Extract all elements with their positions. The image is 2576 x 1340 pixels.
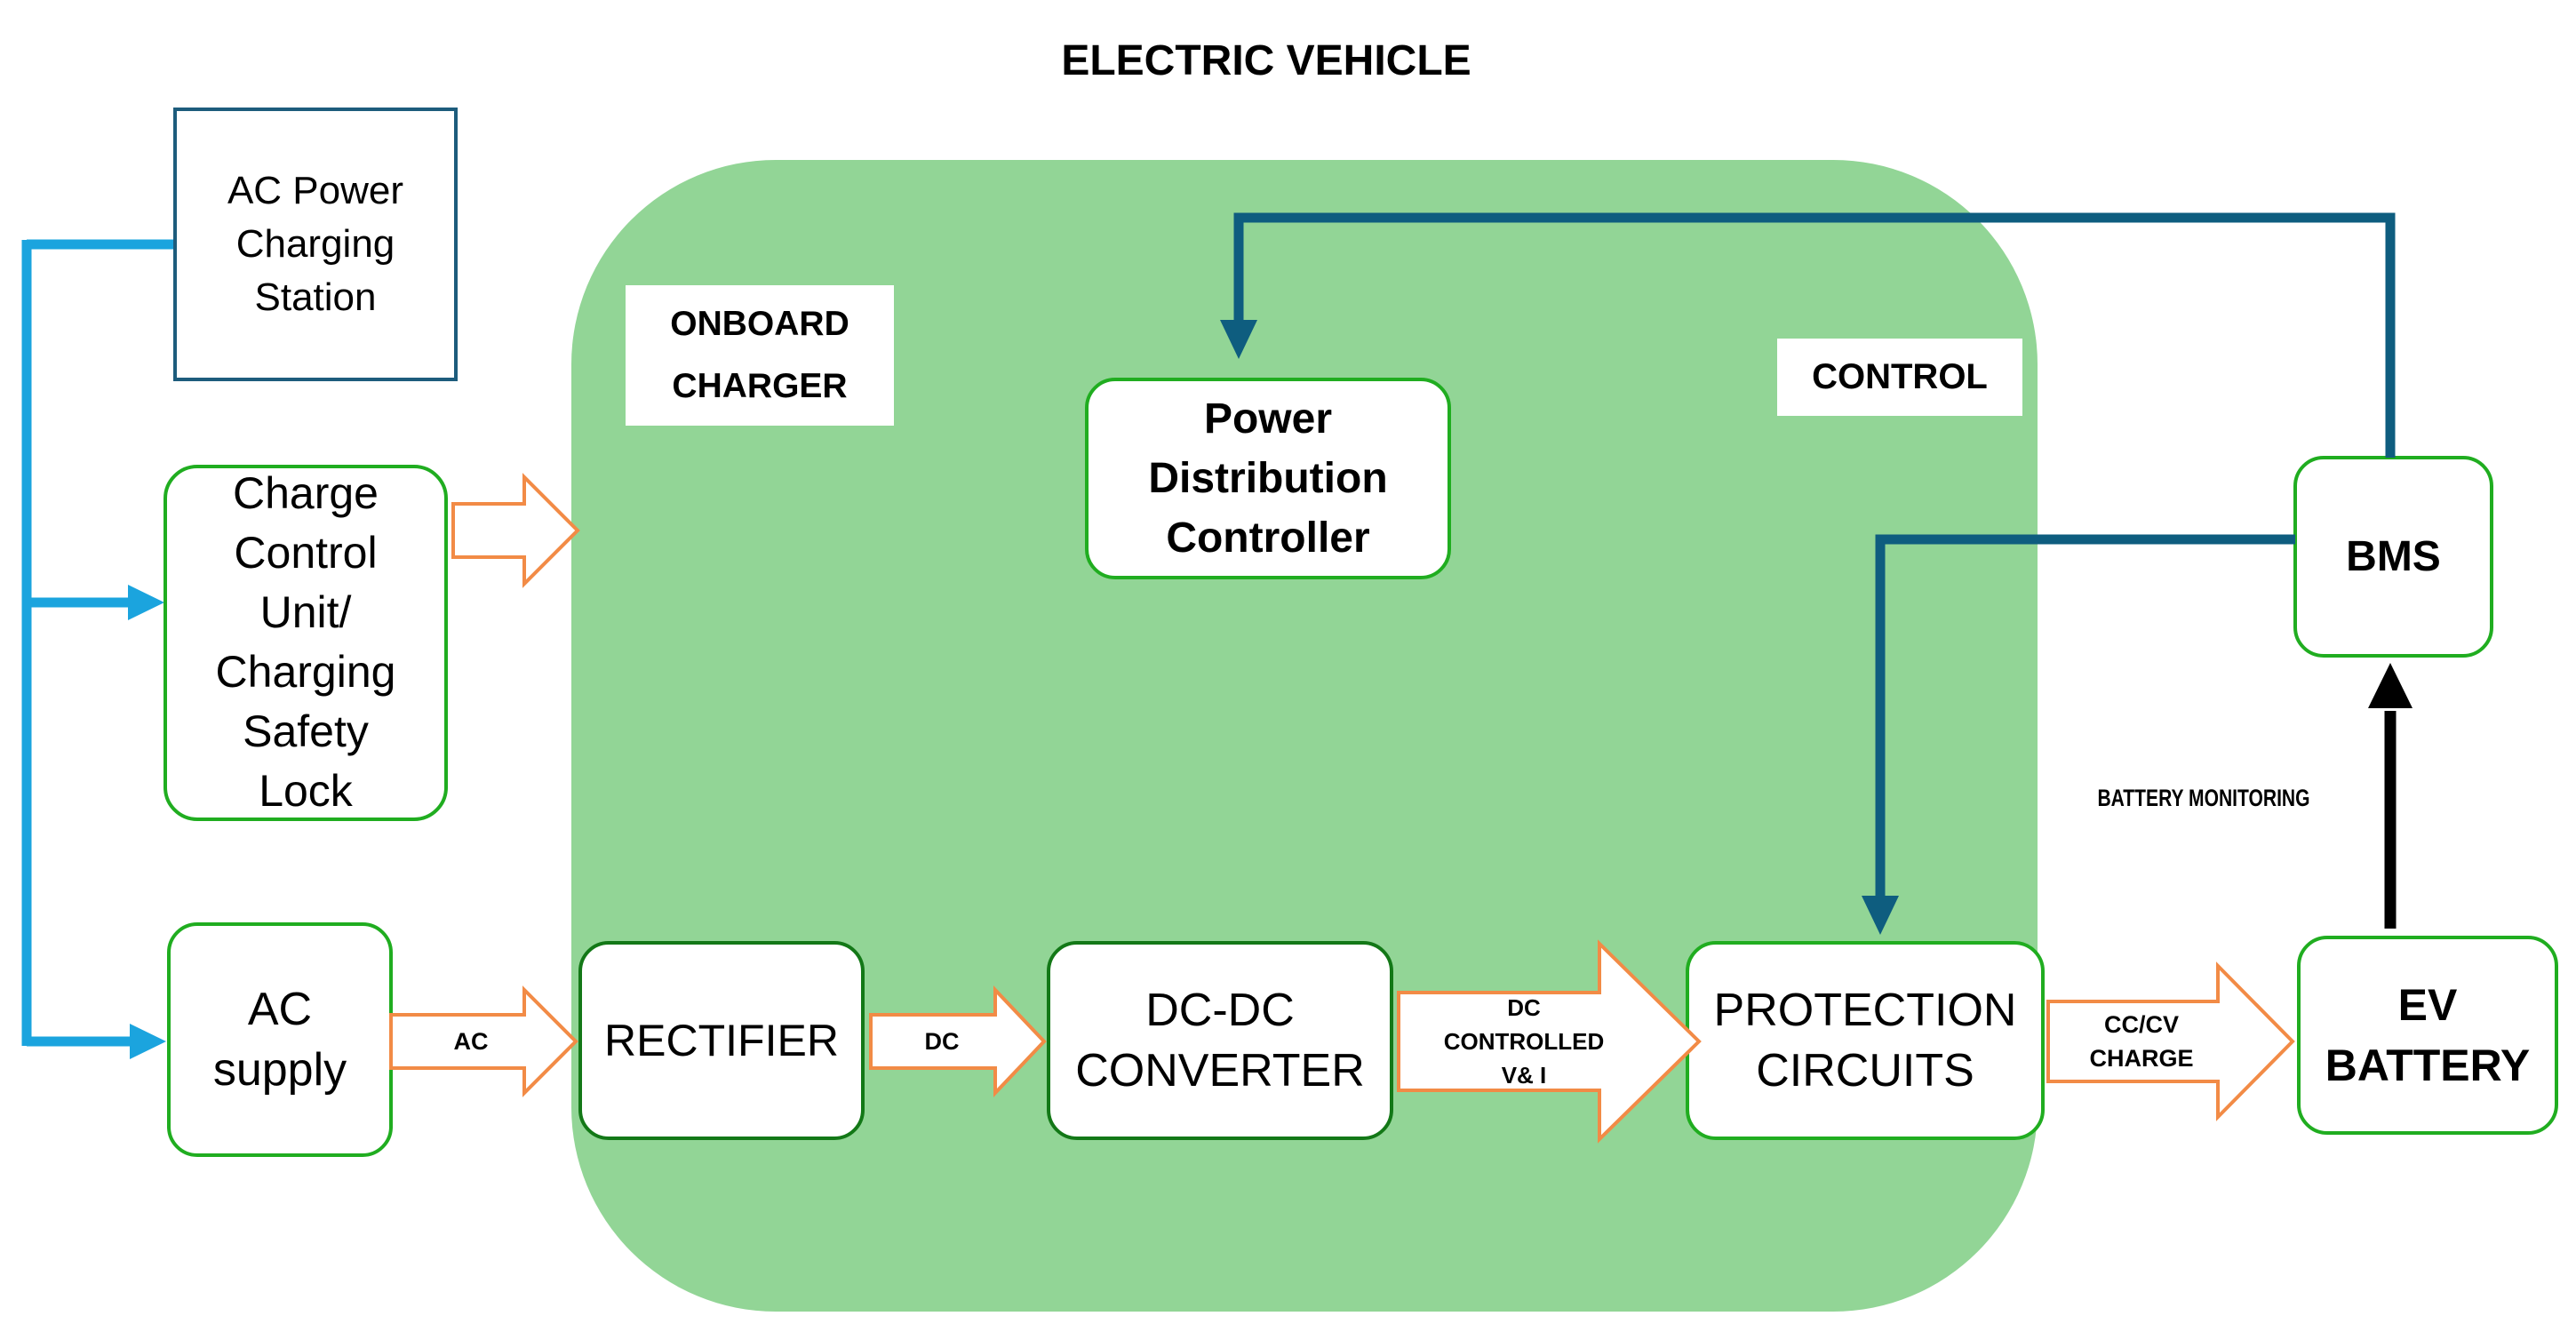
arrow-protection-to-battery-icon <box>2046 961 2295 1121</box>
ac-supply-label: AC supply <box>212 984 347 1096</box>
control-lines <box>1233 212 2396 897</box>
dcdc-box <box>1047 941 1393 1140</box>
ev-battery-box <box>2297 936 2558 1135</box>
pdc-box <box>1085 378 1451 579</box>
onboard-charger-label: ONBOARD CHARGER <box>670 305 849 405</box>
arrow-ac-supply-to-rectifier-icon <box>389 985 578 1097</box>
arrow-head-to-charge-control-icon <box>128 585 164 620</box>
pdc-label: Power Distribution Controller <box>1148 395 1388 562</box>
onboard-charger-label-bg <box>626 285 894 426</box>
page-title: ELECTRIC VEHICLE <box>1061 36 1471 84</box>
control-label-bg <box>1777 339 2022 416</box>
control-label: CONTROL <box>1812 357 1988 396</box>
arrow-charge-control-to-charger-icon <box>451 473 580 588</box>
dc-controlled-arrow-label: DC CONTROLLED V& I <box>1443 994 1605 1089</box>
arrow-head-to-ac-supply-icon <box>130 1024 166 1059</box>
rectifier-label: RECTIFIER <box>604 1016 839 1065</box>
arrow-head-to-protection-icon <box>1862 896 1899 935</box>
arrow-head-to-bms-icon <box>2368 663 2413 708</box>
battery-monitoring-label: BATTERY MONITORING <box>2097 784 2310 811</box>
cccv-arrow-label: CC/CV CHARGE <box>2089 1011 2194 1072</box>
ac-arrow-label: AC <box>453 1027 489 1055</box>
charge-control-box <box>163 465 448 821</box>
dc-arrow-label: DC <box>924 1027 960 1055</box>
bms-label: BMS <box>2346 533 2441 580</box>
ac-station-label: AC Power Charging Station <box>227 169 404 319</box>
rectifier-box <box>578 941 865 1140</box>
charge-control-label: Charge Control Unit/ Charging Safety Loc… <box>215 467 396 816</box>
dcdc-label: DC-DC CONVERTER <box>1075 985 1365 1097</box>
ev-battery-label: EV BATTERY <box>2325 980 2531 1090</box>
protection-label: PROTECTION CIRCUITS <box>1713 985 2017 1097</box>
arrow-head-to-pdc-icon <box>1220 320 1257 359</box>
arrow-dcdc-to-protection-icon <box>1397 939 1702 1144</box>
arrow-rectifier-to-dcdc-icon <box>869 985 1047 1098</box>
station-feed-lines <box>21 239 175 1047</box>
ac-station-box <box>173 108 458 381</box>
